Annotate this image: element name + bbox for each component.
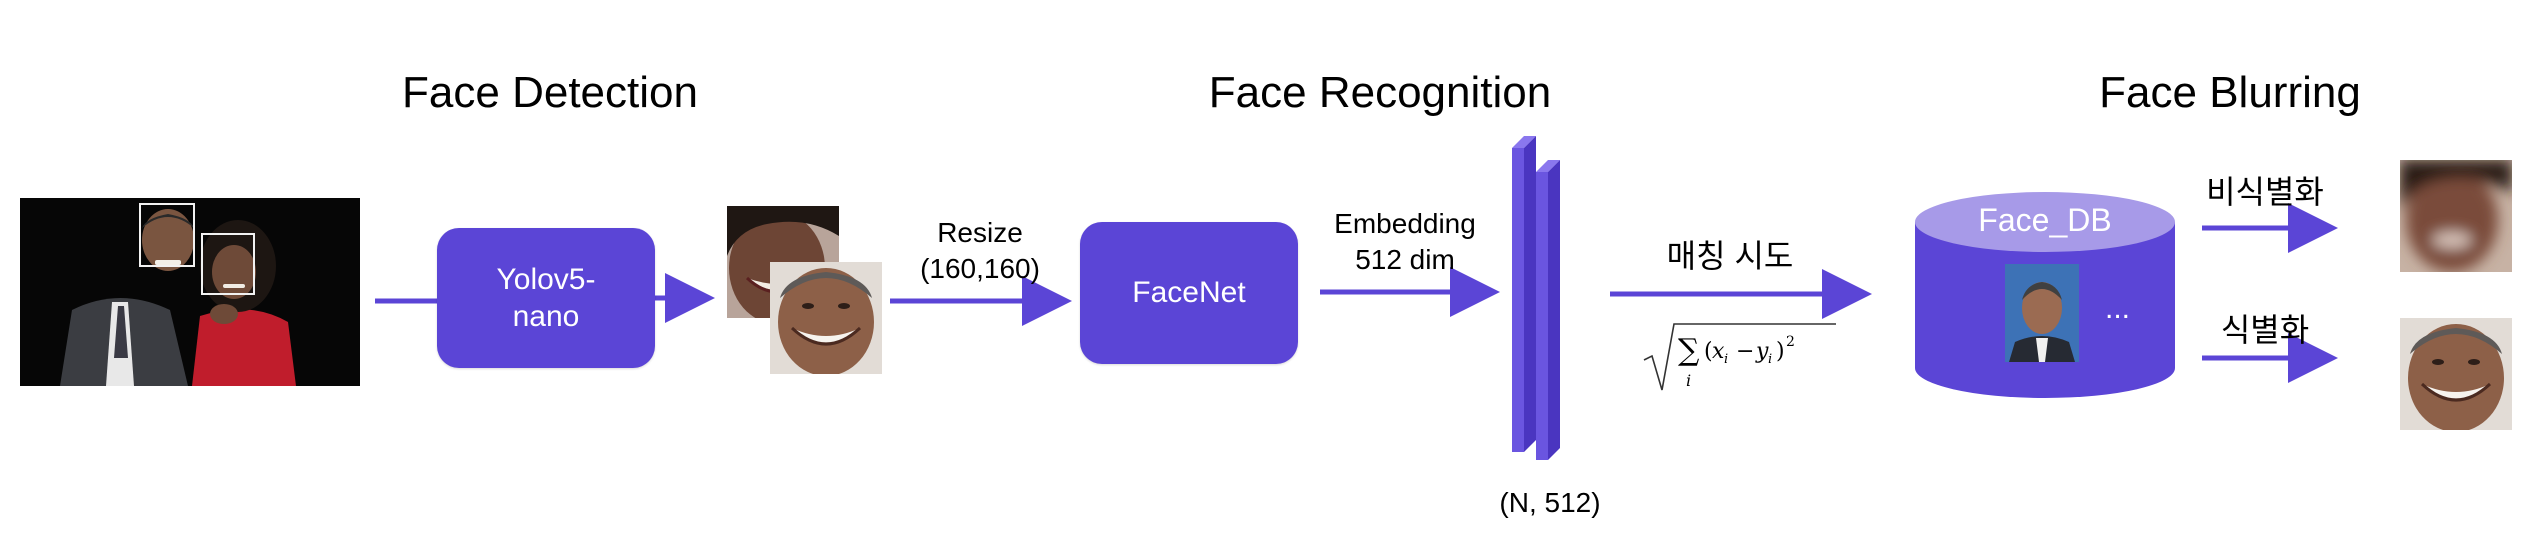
db-face-thumbnail	[2005, 264, 2079, 362]
svg-text:y: y	[1755, 339, 1769, 364]
crop-face-man	[770, 262, 882, 374]
svg-text:∑: ∑	[1678, 333, 1700, 368]
nonidentify-label: 비식별화	[2206, 174, 2324, 210]
svg-text:i: i	[1768, 352, 1772, 367]
embedding-tensor	[1512, 136, 1560, 460]
section-title-recognition: Face Recognition	[1208, 68, 1552, 117]
blurred-face-output	[2400, 160, 2512, 272]
distance-formula: ∑ i ( x i − y i ) 2	[1643, 323, 1836, 391]
section-title-blurring: Face Blurring	[2099, 68, 2361, 117]
input-photo	[20, 198, 360, 386]
yolov5-nano-node: Yolov5- nano	[437, 228, 655, 368]
db-more-indicator: ...	[2105, 292, 2131, 325]
svg-text:i: i	[1686, 371, 1691, 390]
svg-text:−: −	[1736, 339, 1754, 364]
svg-text:x: x	[1712, 339, 1725, 364]
tensor-shape-label: (N, 512)	[1499, 487, 1601, 518]
svg-text:(: (	[1704, 339, 1713, 364]
svg-text:2: 2	[1786, 334, 1795, 350]
resize-label: Resize (160,160)	[920, 217, 1040, 285]
matching-label: 매칭 시도	[1666, 238, 1794, 274]
couple-illustration	[60, 203, 296, 386]
facenet-node: FaceNet	[1080, 222, 1298, 364]
identified-face-output	[2400, 318, 2512, 430]
face-db: Face_DB ...	[1915, 192, 2175, 398]
svg-text:): )	[1776, 339, 1785, 364]
section-title-detection: Face Detection	[402, 68, 698, 117]
identify-label: 식별화	[2220, 312, 2310, 348]
db-label: Face_DB	[1978, 202, 2112, 238]
embedding-label: Embedding 512 dim	[1334, 208, 1476, 276]
svg-text:i: i	[1724, 352, 1728, 367]
